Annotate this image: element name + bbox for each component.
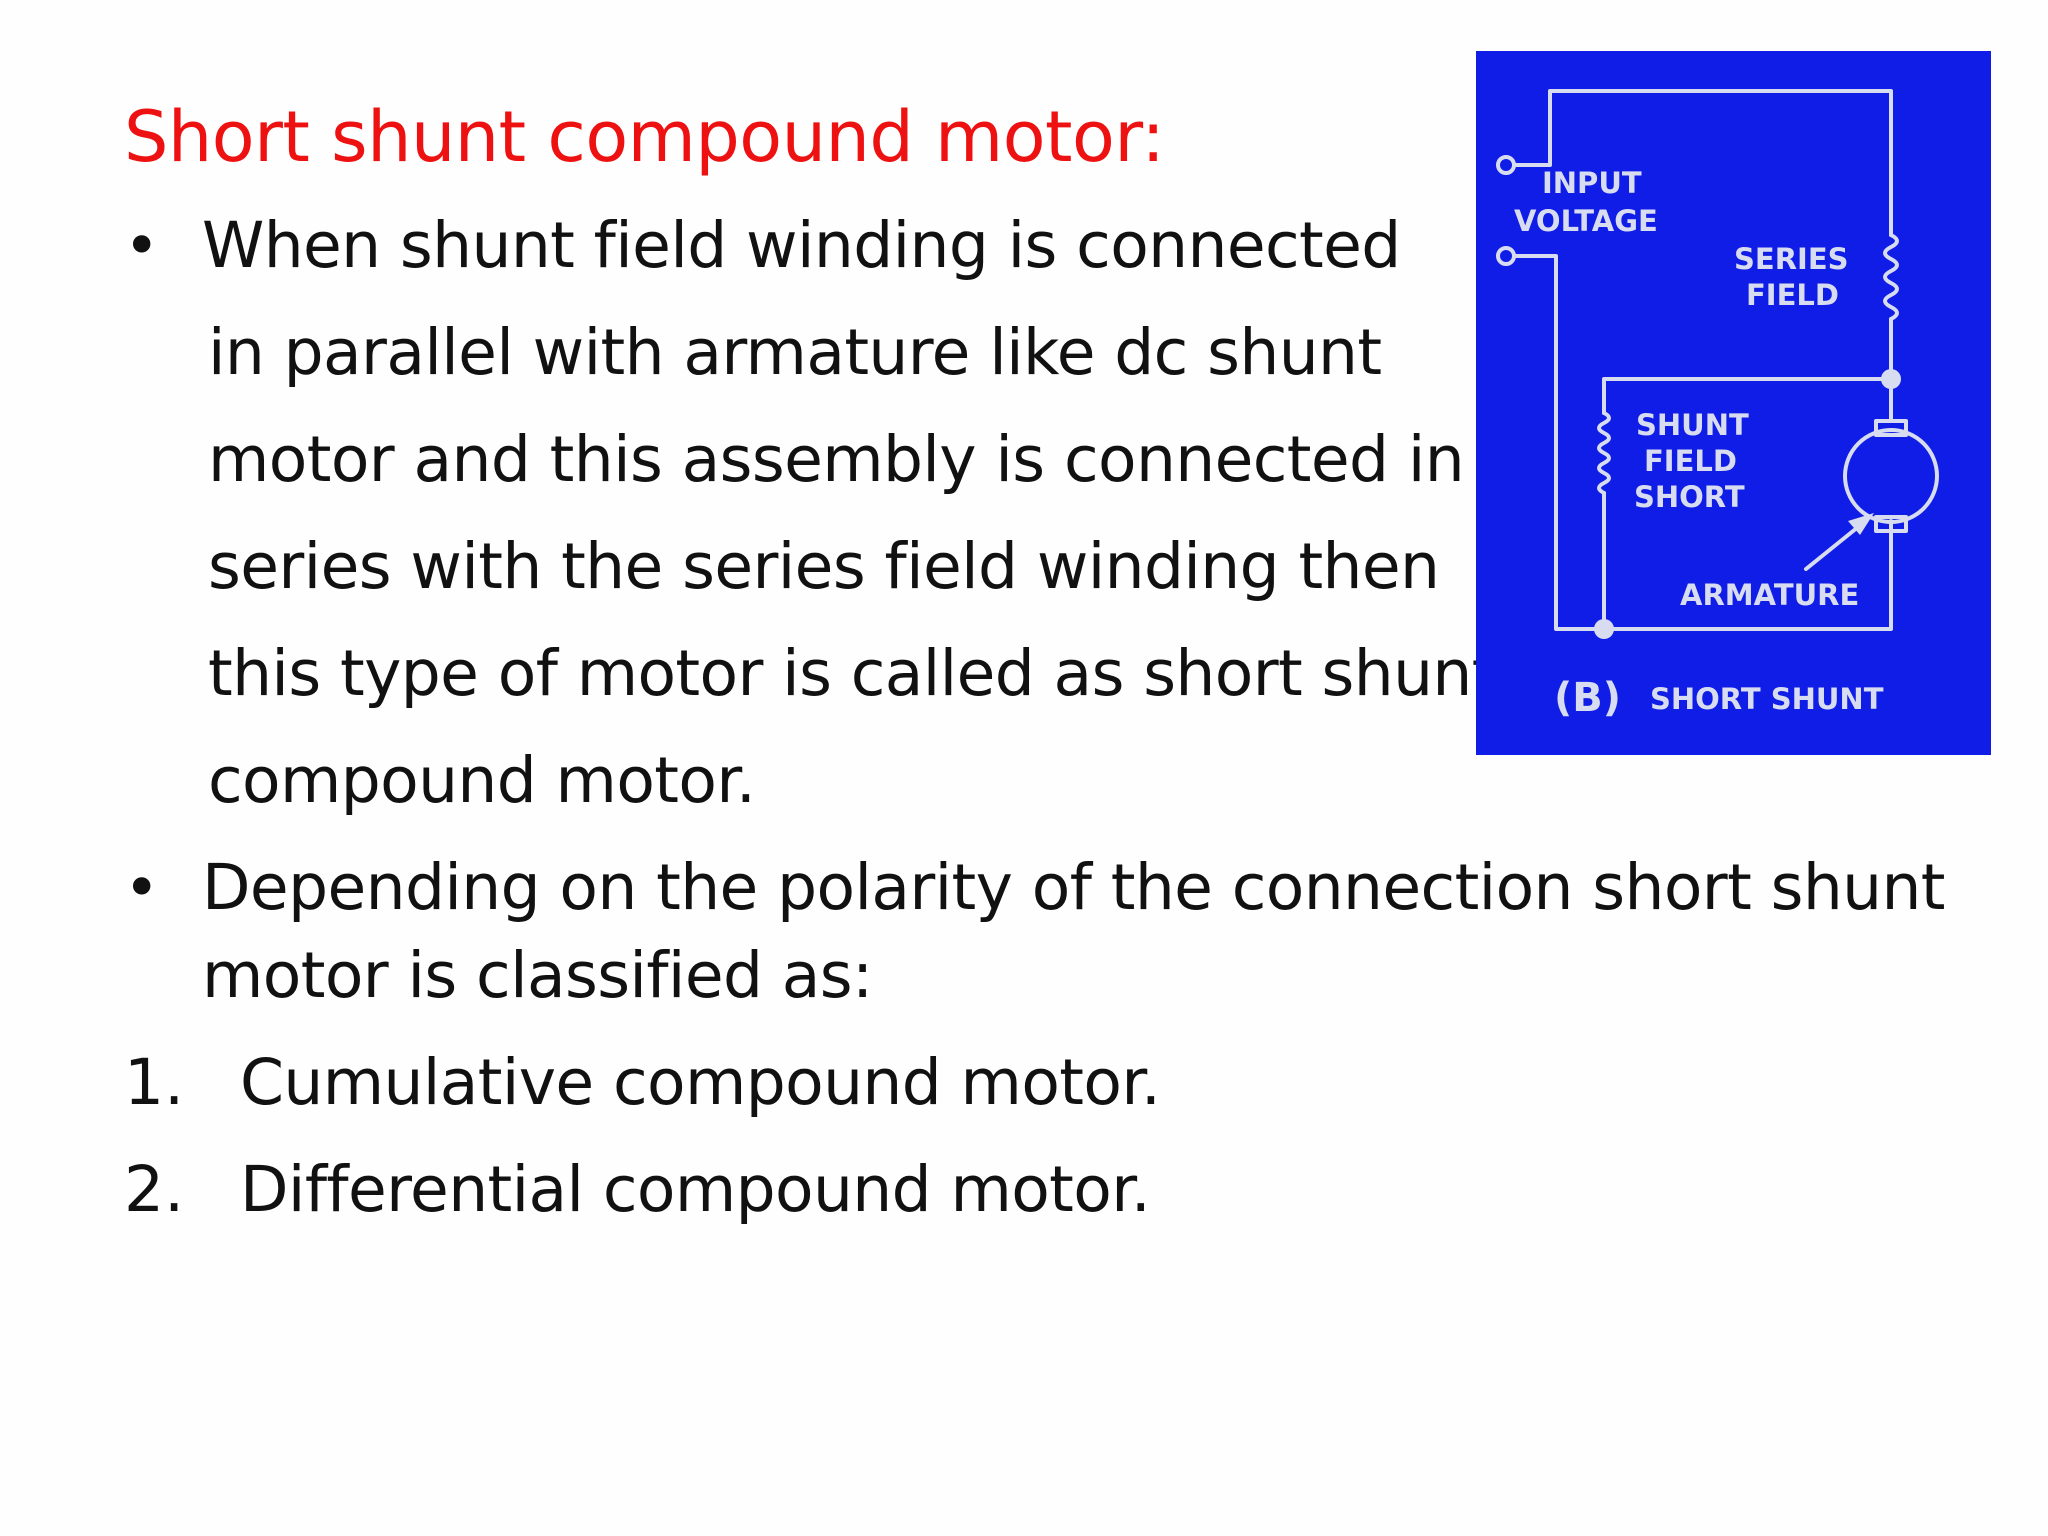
bullet-1-line-2: in parallel with armature like dc shunt xyxy=(208,316,1382,389)
bullet-1-marker: • xyxy=(124,211,160,281)
junction-dot-bottom xyxy=(1594,619,1614,639)
shunt-field-coil-icon xyxy=(1597,411,1611,495)
circuit-svg: INPUT VOLTAGE SERIES FIELD SHUNT FIELD S… xyxy=(1496,89,1939,721)
caption-tag: (B) xyxy=(1554,675,1621,721)
list-item-2-number: 2. xyxy=(124,1153,185,1226)
bullet-1-line-4: series with the series field winding the… xyxy=(208,530,1440,603)
brush-top-icon xyxy=(1874,419,1908,437)
input-terminal-top-icon xyxy=(1496,155,1516,175)
list-item-1-number: 1. xyxy=(124,1046,185,1119)
armature-pointer-line xyxy=(1804,521,1865,571)
bullet-2-line-1: Depending on the polarity of the connect… xyxy=(202,851,1946,924)
slide-title: Short shunt compound motor: xyxy=(124,96,1165,178)
label-series: SERIES xyxy=(1734,242,1849,276)
short-shunt-circuit-diagram: INPUT VOLTAGE SERIES FIELD SHUNT FIELD S… xyxy=(1476,51,1991,755)
label-voltage: VOLTAGE xyxy=(1514,204,1658,238)
input-terminal-bottom-icon xyxy=(1496,246,1516,266)
label-series-field: FIELD xyxy=(1746,278,1839,312)
brush-bottom-icon xyxy=(1874,515,1908,533)
top-wire xyxy=(1512,89,1893,237)
series-field-coil-icon xyxy=(1883,233,1899,321)
caption-text: SHORT SHUNT xyxy=(1650,682,1884,716)
armature-icon xyxy=(1843,428,1939,524)
armature-pointer-arrowhead-icon xyxy=(1848,513,1874,535)
list-item-2-text: Differential compound motor. xyxy=(240,1153,1151,1226)
label-shunt-field: FIELD xyxy=(1644,444,1737,478)
bullet-1-line-6: compound motor. xyxy=(208,744,756,817)
bullet-2-marker: • xyxy=(124,853,160,923)
bullet-1-line-5: this type of motor is called as short sh… xyxy=(208,637,1496,710)
bullet-2-line-2: motor is classified as: xyxy=(202,939,873,1012)
label-shunt: SHUNT xyxy=(1636,408,1749,442)
bullet-1-line-3: motor and this assembly is connected in xyxy=(208,423,1465,496)
label-armature: ARMATURE xyxy=(1680,578,1859,612)
bottom-wire xyxy=(1512,254,1893,631)
label-shunt-short: SHORT xyxy=(1634,480,1745,514)
junction-dot-top xyxy=(1881,369,1901,389)
list-item-1-text: Cumulative compound motor. xyxy=(240,1046,1161,1119)
label-input: INPUT xyxy=(1542,166,1642,200)
shunt-top-wire xyxy=(1602,377,1893,415)
bullet-1-line-1: When shunt field winding is connected xyxy=(202,209,1401,282)
